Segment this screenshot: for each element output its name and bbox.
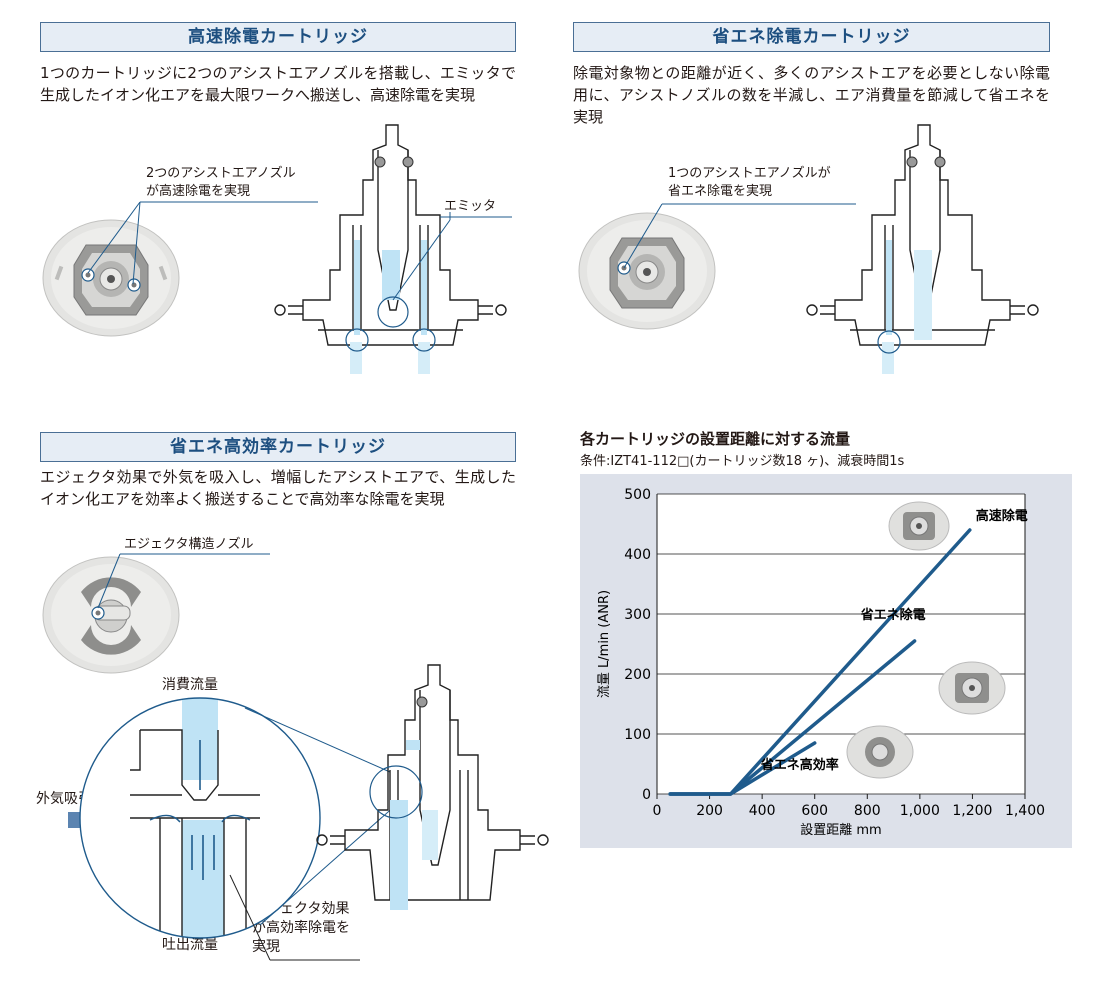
chart-icon-fast (888, 501, 950, 551)
callout-lines-fast (87, 201, 318, 285)
chart-xtick-label: 200 (696, 803, 723, 819)
callout-fast-nozzle: 2つのアシストエアノズル が高速除電を実現 (146, 165, 296, 201)
cross-section-efficiency (316, 664, 549, 910)
discharge-flow-label: 吐出流量 (162, 937, 218, 953)
chart-xtick-label: 800 (854, 803, 881, 819)
chart-xtick-label: 1,400 (1005, 803, 1045, 819)
consumed-flow-label: 消費流量 (162, 677, 218, 693)
chart-ytick-label: 200 (624, 667, 651, 683)
chart-ylabel: 流量 L/min (ANR) (597, 590, 612, 698)
section-title-fast: 高速除電カートリッジ (40, 22, 516, 52)
callout-energy-nozzle: 1つのアシストエアノズルが 省エネ除電を実現 (668, 165, 831, 201)
chart-xtick-label: 1,000 (900, 803, 940, 819)
section-desc-energy: 除電対象物との距離が近く、多くのアシストエアを必要としない除電用に、アシストノズ… (573, 64, 1050, 126)
chart-series-label: 省エネ高効率 (760, 757, 839, 773)
nozzle-label: エジェクタ構造ノズル (124, 537, 254, 552)
emitter-label: エミッタ (444, 199, 497, 214)
ejector-effect-line2: が高効率除電を (252, 920, 350, 936)
section-title-efficiency: 省エネ高効率カートリッジ (40, 432, 516, 462)
callout-energy-line1: 1つのアシストエアノズルが (668, 166, 831, 181)
callout-fast-line1: 2つのアシストエアノズル (146, 166, 296, 181)
callout-lines-energy (623, 203, 856, 269)
emitter-underline (440, 216, 512, 218)
ejector-magnified-view (68, 697, 397, 961)
chart-icon-energy (938, 661, 1006, 715)
ejector-effect-line3: 実現 (252, 939, 280, 955)
chart-title: 各カートリッジの設置距離に対する流量 (580, 430, 851, 448)
chart-xtick-label: 600 (801, 803, 828, 819)
section-desc-efficiency: エジェクタ効果で外気を吸入し、増幅したアシストエアで、生成したイオン化エアを効率… (40, 468, 516, 508)
chart-condition: 条件:IZT41-112□(カートリッジ数18 ヶ)、減衰時間1s (580, 454, 905, 469)
chart-ytick-label: 0 (642, 787, 651, 803)
section-title-energy: 省エネ除電カートリッジ (573, 22, 1050, 52)
flow-chart: 0 100 200 300 400 500 0 200 400 600 800 1,000 1,200 1… (580, 474, 1072, 848)
cartridge-efficiency-photo (42, 556, 180, 674)
section-desc-fast: 1つのカートリッジに2つのアシストエアノズルを搭載し、エミッタで生成したイオン化… (40, 64, 516, 104)
chart-ytick-label: 300 (624, 607, 651, 623)
callout-fast-line2: が高速除電を実現 (146, 184, 251, 199)
chart-series-label: 高速除電 (976, 508, 1028, 524)
chart-xtick-label: 1,200 (952, 803, 992, 819)
chart-series-line (668, 741, 817, 796)
chart-xlabel: 設置距離 mm (800, 822, 881, 838)
chart-ytick-label: 400 (624, 547, 651, 563)
cross-section-fast (274, 124, 507, 374)
chart-xtick-label: 0 (653, 803, 662, 819)
chart-xtick-label: 400 (749, 803, 776, 819)
chart-ytick-label: 500 (624, 487, 651, 503)
cartridge-energy-photo (578, 212, 716, 330)
chart-plot-area (657, 494, 1025, 794)
callout-energy-line2: 省エネ除電を実現 (668, 184, 773, 199)
chart-icon-efficiency (846, 725, 914, 779)
intake-label: 外気吸引 (36, 791, 92, 807)
chart-ytick-label: 100 (624, 727, 651, 743)
nozzle-callout-line (97, 553, 270, 609)
cross-section-energy (806, 124, 1039, 374)
chart-series-label: 省エネ除電 (860, 607, 926, 623)
cartridge-fast-photo (42, 219, 180, 337)
